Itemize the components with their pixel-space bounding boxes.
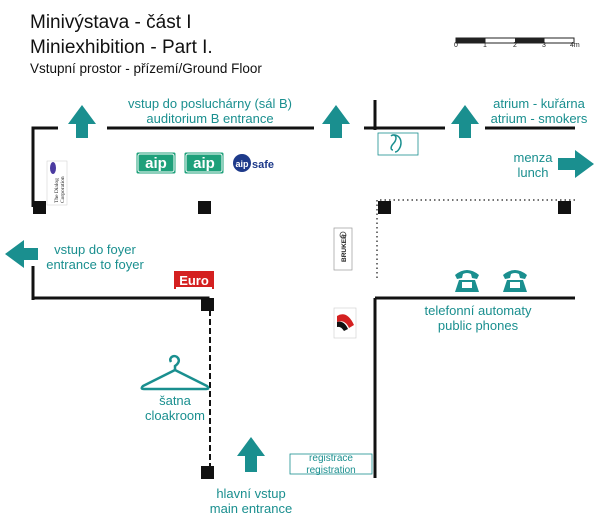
svg-text:aip: aip [235, 159, 249, 169]
svg-text:Corporation: Corporation [60, 176, 66, 203]
arrow-right-icon [558, 150, 594, 178]
arrow-up-icon [451, 105, 479, 138]
dialog-corporation-logo: The Dialog Corporation [46, 160, 68, 206]
arrow-up-icon [322, 105, 350, 138]
page-subtitle: Vstupní prostor - přízemí/Ground Floor [30, 61, 262, 76]
scale-tick-0: 0 [454, 42, 458, 49]
hearing-loop-sign [377, 132, 419, 156]
svg-text:aip: aip [145, 155, 167, 172]
aip-logo: aip [183, 151, 225, 175]
lunch-label: menza lunch [513, 150, 553, 180]
telephone-icon [455, 270, 479, 292]
main-entrance-label: hlavní vstup main entrance [209, 486, 293, 516]
svg-text:Euro: Euro [179, 273, 209, 288]
page-title-en: Miniexhibition - Part I. [30, 37, 213, 58]
svg-text:safe: safe [252, 159, 274, 171]
registration-label: registrace registration [306, 453, 356, 476]
walls [31, 100, 575, 478]
aip-logo: aip [135, 151, 177, 175]
scale-tick-3: 3 [542, 42, 546, 49]
columns [33, 201, 571, 479]
scale-tick-4: 4m [570, 42, 580, 49]
page-title: Minivýstava - část I [30, 12, 192, 33]
scale-tick-1: 1 [483, 42, 487, 49]
euro-logo: Euro [174, 271, 214, 289]
svg-text:The Dialog: The Dialog [54, 178, 60, 203]
registration-box [289, 453, 373, 475]
arrow-up-icon [237, 437, 265, 472]
svg-text:aip: aip [193, 155, 215, 172]
ear-icon [390, 134, 402, 153]
auditorium-entrance-label: vstup do posluchárny (sál B) auditorium … [127, 96, 293, 126]
cloakroom-label: šatna cloakroom [145, 393, 205, 423]
coat-hanger-icon [140, 354, 210, 391]
scale-bar [455, 37, 575, 44]
arrow-left-icon [5, 240, 38, 268]
atrium-label: atrium - kuřárna atrium - smokers [490, 96, 588, 126]
foyer-entrance-label: vstup do foyer entrance to foyer [46, 242, 144, 272]
partition-dotted [376, 199, 575, 278]
arrow-up-icon [68, 105, 96, 138]
scale-tick-2: 2 [513, 42, 517, 49]
sponsor-swoosh-logo [333, 307, 357, 339]
telephone-icon [503, 270, 527, 292]
aipsafe-logo: aip safe [233, 154, 274, 172]
svg-text:BRUKER: BRUKER [341, 234, 348, 262]
bruker-logo: BRUKER [333, 227, 353, 271]
public-phones-label: telefonní automaty public phones [424, 303, 532, 333]
